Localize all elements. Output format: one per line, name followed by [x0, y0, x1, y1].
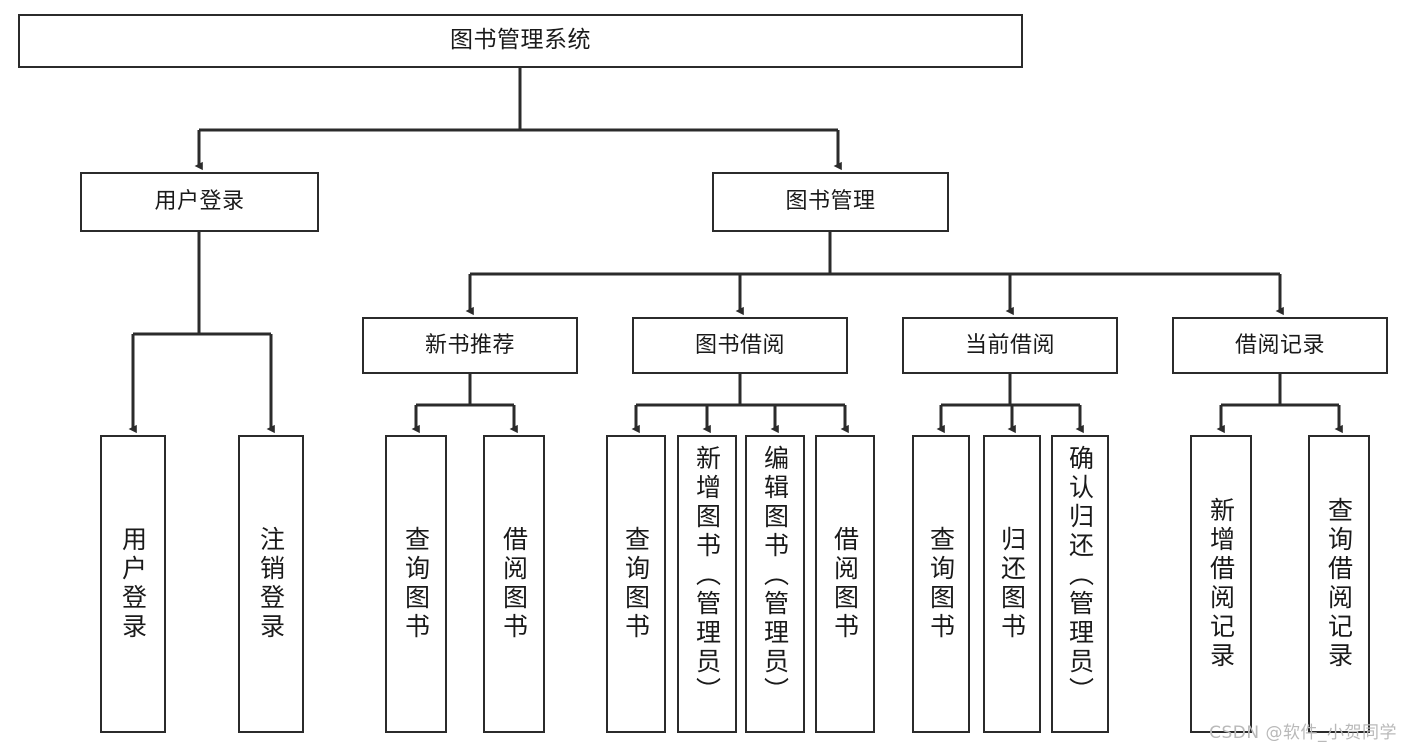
node-leaf-add-record[interactable]: 新增借阅记录	[1190, 435, 1252, 733]
node-label: 查询图书	[401, 526, 431, 642]
node-label: 图书管理系统	[450, 27, 591, 54]
node-leaf-borrow-book-2[interactable]: 借阅图书	[815, 435, 875, 733]
node-user-login[interactable]: 用户登录	[80, 172, 319, 232]
node-label: 查询借阅记录	[1324, 497, 1354, 671]
node-leaf-query-record[interactable]: 查询借阅记录	[1308, 435, 1370, 733]
node-leaf-user-login[interactable]: 用户登录	[100, 435, 166, 733]
node-label: 归还图书	[997, 526, 1027, 642]
node-leaf-query-book-3[interactable]: 查询图书	[912, 435, 970, 733]
node-label: 图书借阅	[694, 332, 785, 358]
node-root-system[interactable]: 图书管理系统	[18, 14, 1023, 68]
node-leaf-query-book-2[interactable]: 查询图书	[606, 435, 666, 733]
node-current-borrow[interactable]: 当前借阅	[902, 317, 1118, 374]
node-leaf-query-book-1[interactable]: 查询图书	[385, 435, 447, 733]
node-leaf-add-book[interactable]: 新增图书（管理员）	[677, 435, 737, 733]
node-label: 查询图书	[621, 526, 651, 642]
node-label: 图书管理	[785, 189, 876, 215]
node-label: 借阅图书	[830, 526, 860, 642]
node-leaf-return-book[interactable]: 归还图书	[983, 435, 1041, 733]
node-label: 查询图书	[926, 526, 956, 642]
node-label: 用户登录	[154, 189, 245, 215]
node-label: 当前借阅	[964, 332, 1055, 358]
node-label: 新增图书（管理员）	[692, 445, 722, 706]
node-book-borrow[interactable]: 图书借阅	[632, 317, 848, 374]
node-label: 借阅图书	[499, 526, 529, 642]
csdn-watermark: CSDN @软件_小贺同学	[1209, 723, 1397, 743]
node-leaf-borrow-book-1[interactable]: 借阅图书	[483, 435, 545, 733]
node-new-book-recommend[interactable]: 新书推荐	[362, 317, 578, 374]
node-label: 新书推荐	[424, 332, 515, 358]
node-label: 注销登录	[256, 526, 286, 642]
node-leaf-logout-login[interactable]: 注销登录	[238, 435, 304, 733]
node-label: 用户登录	[118, 526, 148, 642]
node-leaf-edit-book[interactable]: 编辑图书（管理员）	[745, 435, 805, 733]
node-book-management[interactable]: 图书管理	[712, 172, 949, 232]
node-borrow-record[interactable]: 借阅记录	[1172, 317, 1388, 374]
node-label: 借阅记录	[1234, 332, 1325, 358]
node-leaf-confirm-return[interactable]: 确认归还（管理员）	[1051, 435, 1109, 733]
node-label: 确认归还（管理员）	[1065, 445, 1095, 706]
node-label: 新增借阅记录	[1206, 497, 1236, 671]
node-label: 编辑图书（管理员）	[760, 445, 790, 706]
